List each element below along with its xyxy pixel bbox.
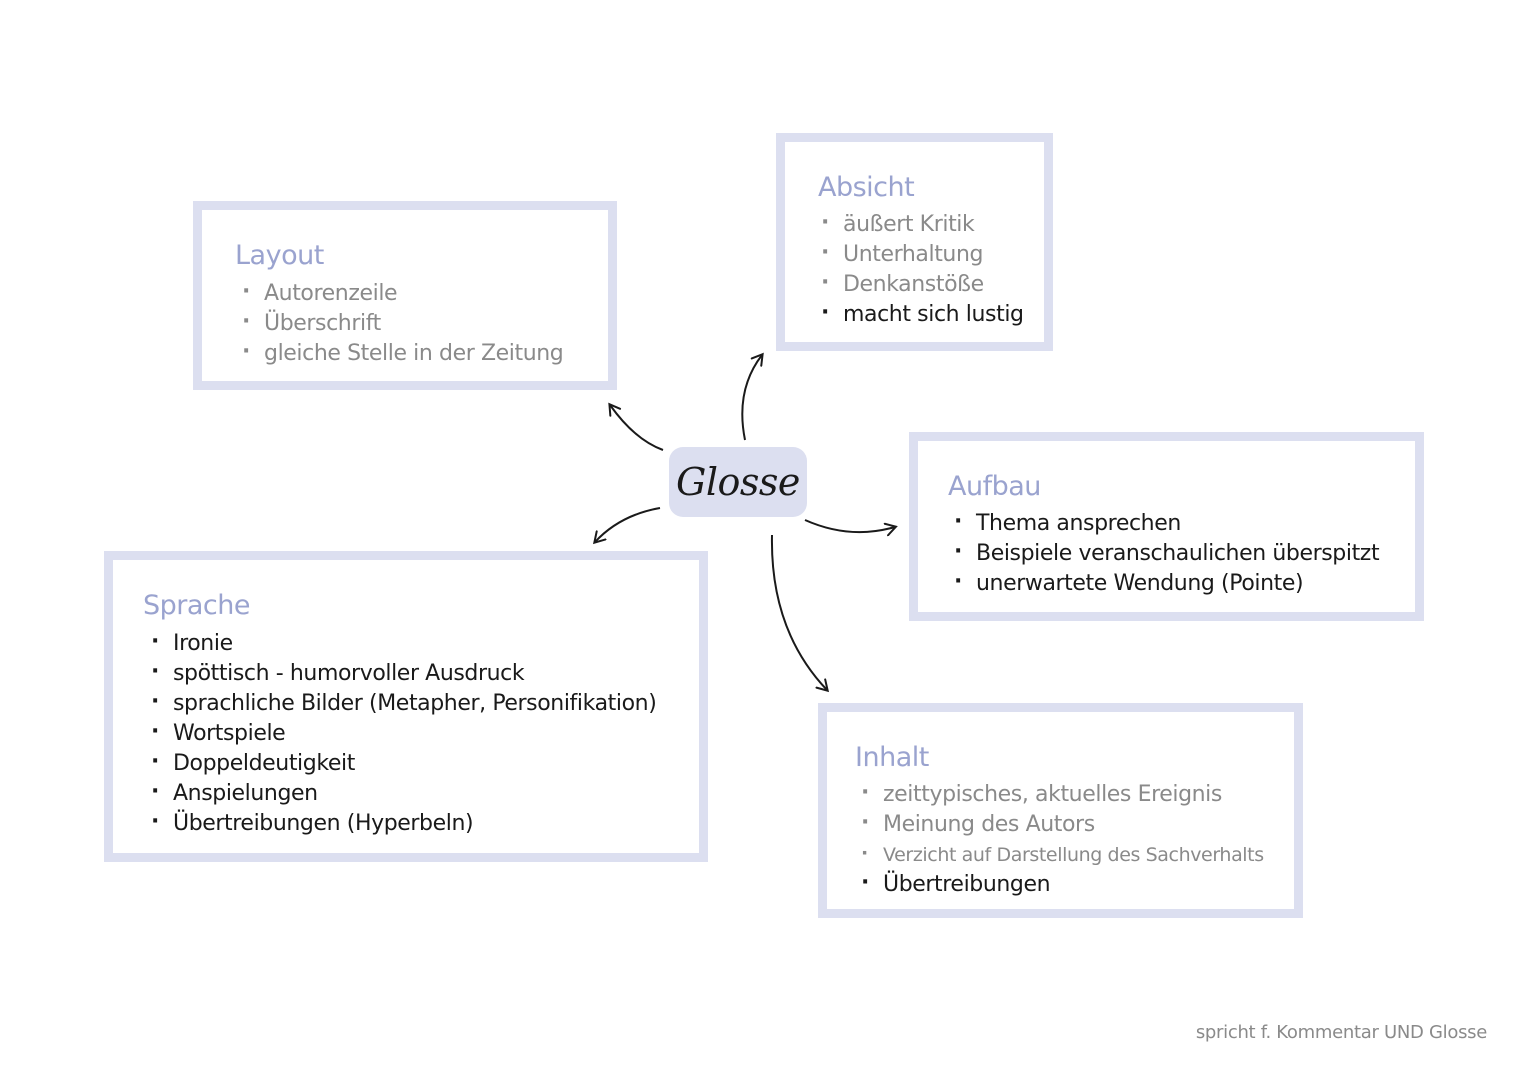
list-item: Doppeldeutigkeit [151, 747, 656, 779]
aufbau-title: Aufbau [948, 471, 1041, 502]
list-item: Wortspiele [151, 717, 656, 749]
list-item: Verzicht auf Darstellung des Sachverhalt… [861, 838, 1264, 870]
layout-box: Layout Autorenzeile Überschrift gleiche … [193, 201, 617, 390]
aufbau-list: Thema ansprechen Beispiele veranschaulic… [954, 507, 1380, 599]
list-item: Denkanstöße [821, 268, 1024, 300]
list-item: Beispiele veranschaulichen überspitzt [954, 537, 1380, 569]
arrow-to-layout [608, 402, 664, 451]
arrow-to-absicht [741, 352, 764, 441]
list-item: unerwartete Wendung (Pointe) [954, 567, 1379, 599]
absicht-list: äußert Kritik Unterhaltung Denkanstöße m… [821, 208, 1024, 330]
layout-list: Autorenzeile Überschrift gleiche Stelle … [242, 277, 564, 369]
arrow-to-inhalt [770, 534, 830, 693]
sprache-box: Sprache Ironie spöttisch - humorvoller A… [104, 551, 708, 862]
layout-title: Layout [235, 240, 324, 271]
list-item: zeittypisches, aktuelles Ereignis [861, 778, 1264, 810]
list-item: sprachliche Bilder (Metapher, Personifik… [151, 687, 657, 719]
list-item: spöttisch - humorvoller Ausdruck [151, 657, 656, 689]
list-item: Thema ansprechen [954, 507, 1379, 539]
footer-note: spricht f. Kommentar UND Glosse [1195, 1022, 1487, 1043]
list-item: macht sich lustig [821, 298, 1024, 330]
list-item: Ironie [151, 627, 656, 659]
center-node-glosse: Glosse [669, 447, 807, 517]
list-item: Unterhaltung [821, 238, 1024, 270]
sprache-title: Sprache [143, 590, 251, 621]
arrow-to-aufbau [804, 519, 898, 537]
list-item: Anspielungen [151, 777, 656, 809]
inhalt-title: Inhalt [855, 742, 929, 773]
list-item: Meinung des Autors [861, 808, 1264, 840]
list-item: gleiche Stelle in der Zeitung [242, 337, 564, 369]
list-item: äußert Kritik [821, 208, 1024, 240]
sprache-list: Ironie spöttisch - humorvoller Ausdruck … [151, 627, 657, 839]
arrow-to-sprache [592, 507, 661, 545]
list-item: Autorenzeile [242, 277, 563, 309]
inhalt-box: Inhalt zeittypisches, aktuelles Ereignis… [818, 703, 1303, 918]
list-item: Übertreibungen (Hyperbeln) [151, 807, 656, 839]
inhalt-list: zeittypisches, aktuelles Ereignis Meinun… [861, 778, 1264, 900]
aufbau-box: Aufbau Thema ansprechen Beispiele verans… [909, 432, 1424, 621]
absicht-box: Absicht äußert Kritik Unterhaltung Denka… [776, 133, 1053, 351]
absicht-title: Absicht [818, 172, 915, 203]
list-item: Überschrift [242, 307, 563, 339]
list-item: Übertreibungen [861, 868, 1264, 900]
